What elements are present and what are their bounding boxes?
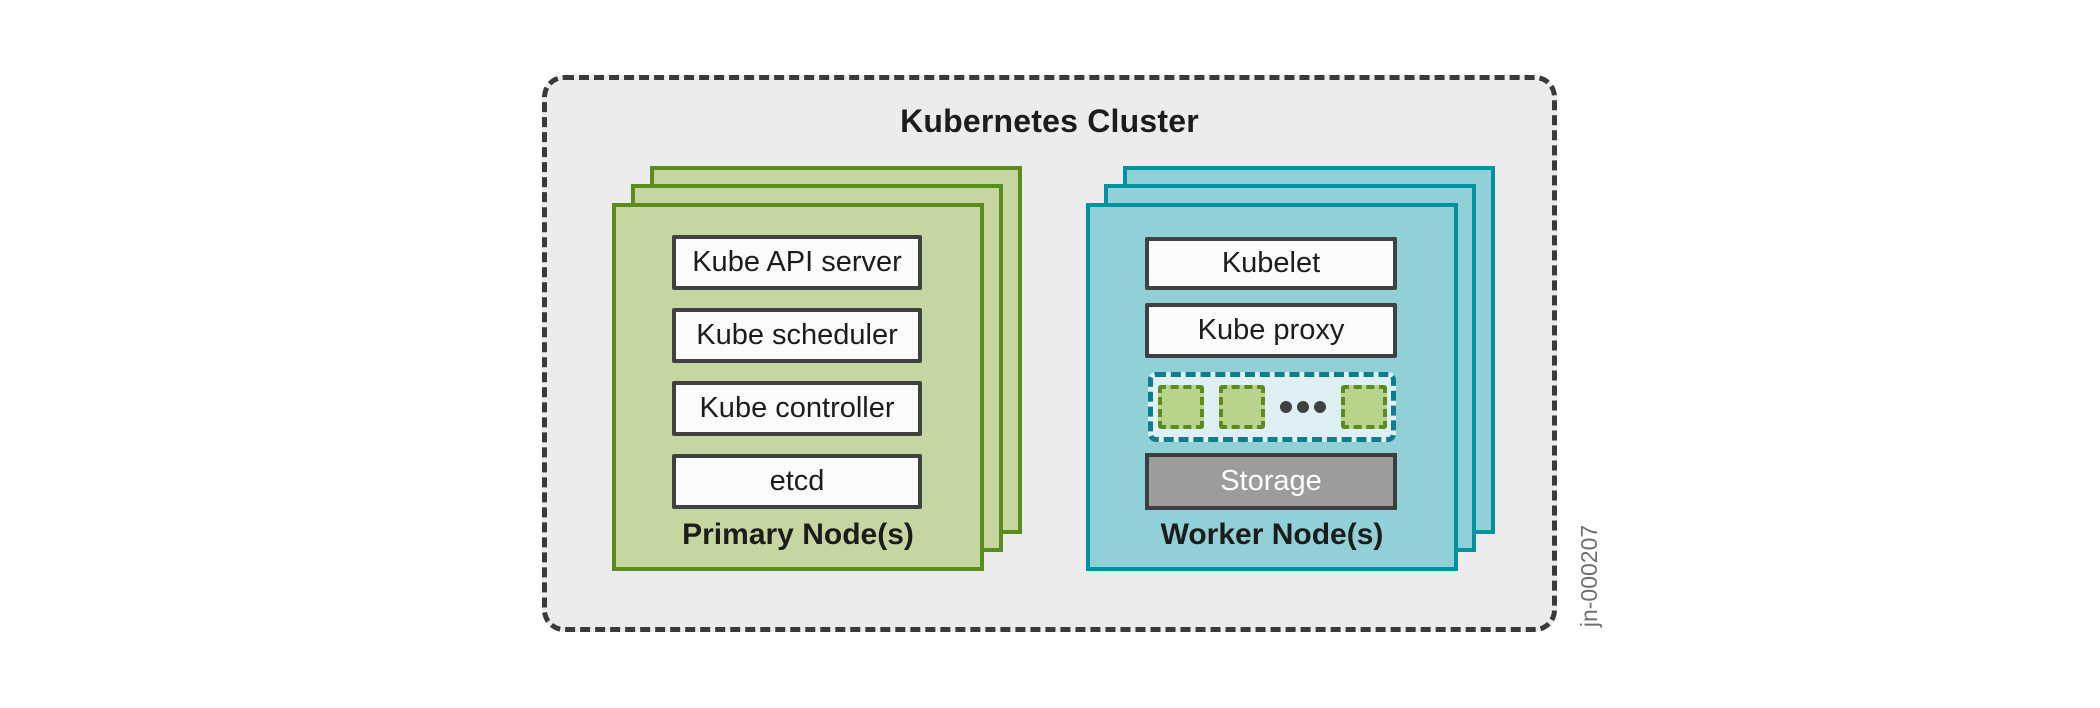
cluster-title: Kubernetes Cluster: [900, 103, 1199, 139]
dot-icon: [1296, 401, 1309, 413]
ellipsis-dots-icon: [1279, 401, 1326, 413]
pod-icon: [1157, 385, 1204, 429]
worker-node-card: Kubelet Kube proxy Storage Worker Node(s…: [1086, 203, 1458, 571]
component-kubelet: Kubelet: [1145, 237, 1397, 290]
component-etcd: etcd: [672, 454, 922, 509]
figure-id-label: jn-000207: [1576, 524, 1602, 628]
primary-node-card: Kube API server Kube scheduler Kube cont…: [612, 203, 984, 571]
component-kube-controller: Kube controller: [672, 381, 922, 436]
dot-icon: [1313, 401, 1326, 413]
pod-icon: [1340, 385, 1387, 429]
primary-node-label: Primary Node(s): [682, 518, 914, 551]
worker-node-label: Worker Node(s): [1160, 518, 1384, 551]
pod-icon: [1218, 385, 1265, 429]
component-kube-scheduler: Kube scheduler: [672, 308, 922, 363]
dot-icon: [1279, 401, 1292, 413]
pods-container: [1148, 372, 1396, 442]
component-kube-proxy: Kube proxy: [1145, 303, 1397, 358]
component-kube-api-server: Kube API server: [672, 235, 922, 290]
storage-box: Storage: [1145, 453, 1397, 510]
kubernetes-cluster-boundary: Kubernetes Cluster Kube API server Kube …: [542, 75, 1557, 632]
